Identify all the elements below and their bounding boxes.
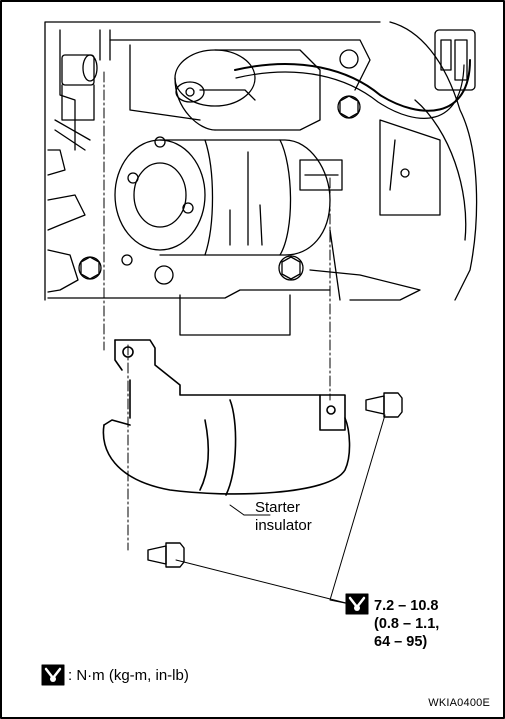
units-legend: : N·m (kg-m, in-lb) xyxy=(68,667,189,684)
torque-kgm: (0.8 – 1.1, xyxy=(374,616,440,632)
legend-torque-icon xyxy=(41,664,65,686)
starter-insulator-label: Starter insulator xyxy=(255,499,312,535)
callout-leader xyxy=(229,504,245,516)
torque-leaders xyxy=(175,414,386,605)
torque-inlb: 64 – 95) xyxy=(374,634,428,650)
figure-code: WKIA0400E xyxy=(428,697,490,709)
insulator-bolts xyxy=(147,392,403,568)
torque-spec: 7.2 – 10.8 (0.8 – 1.1, 64 – 95) xyxy=(374,597,439,651)
callout-line-1: Starter xyxy=(255,499,301,516)
torque-range: 7.2 – 10.8 xyxy=(374,598,439,614)
engine-assembly-illustration xyxy=(44,21,478,336)
torque-wrench-icon xyxy=(345,593,369,615)
alignment-lines xyxy=(103,71,331,551)
callout-line-2: insulator xyxy=(255,517,312,534)
starter-insulator-part xyxy=(102,339,351,496)
